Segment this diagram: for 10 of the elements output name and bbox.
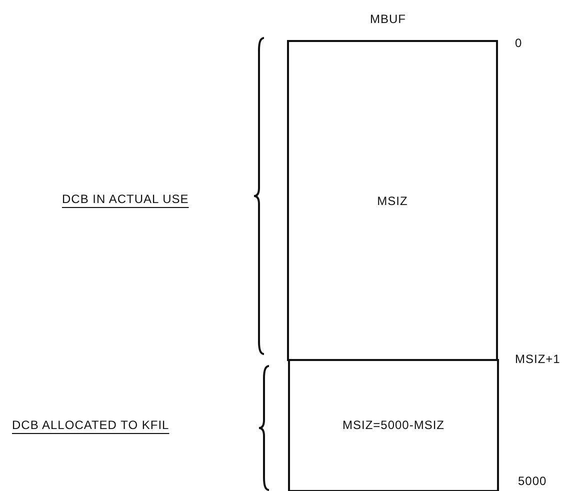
block-label: MSIZ=5000-MSIZ bbox=[342, 418, 445, 432]
memory-block bbox=[287, 40, 498, 361]
region-label: DCB ALLOCATED TO KFIL bbox=[12, 418, 170, 432]
memory-block bbox=[288, 359, 499, 491]
address-label: 5000 bbox=[518, 474, 547, 488]
address-label: 0 bbox=[515, 36, 522, 50]
block-label: MSIZ bbox=[377, 194, 408, 208]
region-label: DCB IN ACTUAL USE bbox=[62, 192, 189, 206]
buffer-name: MBUF bbox=[370, 12, 406, 26]
address-label: MSIZ+1 bbox=[515, 352, 560, 366]
